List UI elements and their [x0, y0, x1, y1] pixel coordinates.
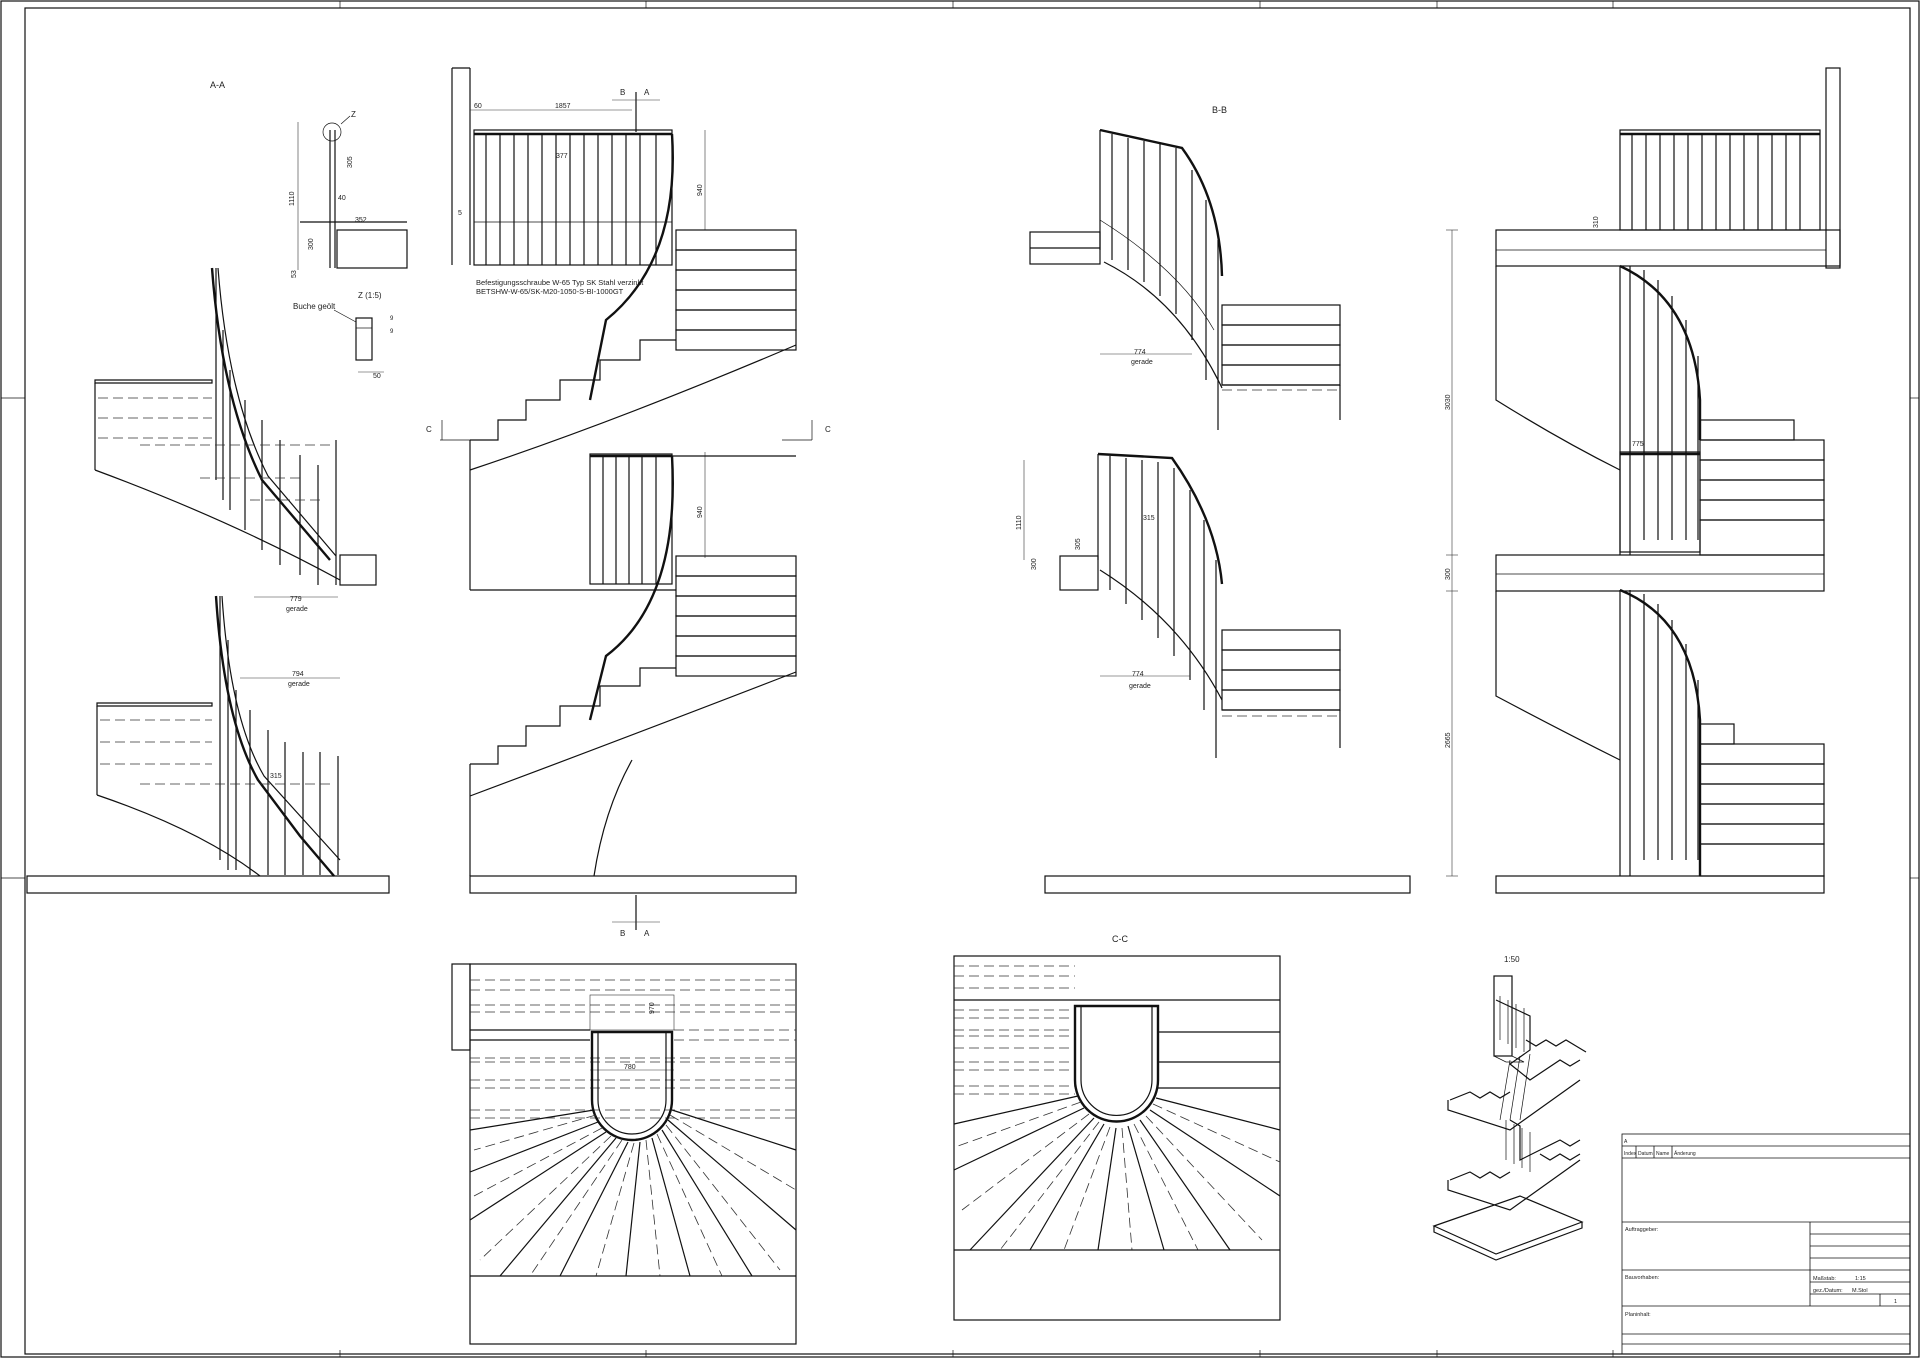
svg-text:gerade: gerade	[1131, 359, 1153, 366]
svg-text:300: 300	[308, 238, 315, 250]
plan-cc-landing-hidden	[954, 965, 1280, 1095]
svg-text:970: 970	[649, 1002, 656, 1014]
svg-text:9: 9	[390, 329, 394, 335]
side-mid-balusters	[1643, 270, 1699, 540]
plan-view-1: 970 780	[451, 963, 797, 1345]
svg-text:2665: 2665	[1445, 732, 1452, 748]
svg-text:3030: 3030	[1445, 394, 1452, 410]
svg-text:Bauvorhaben:: Bauvorhaben:	[1625, 1275, 1660, 1281]
svg-text:377: 377	[556, 153, 568, 160]
section-aa-view: A-A Z 1110 305 300 352 40 53 Z (1:5) Buc…	[26, 80, 408, 894]
svg-text:940: 940	[697, 506, 704, 518]
plan-cc-winders	[953, 1095, 1281, 1251]
svg-text:53: 53	[291, 270, 298, 278]
aa-lower-flight: 794 gerade 315	[26, 595, 390, 894]
section-cc-label: C-C	[1112, 934, 1128, 944]
iso-lower-run	[1447, 1119, 1581, 1211]
upper-balusters	[485, 134, 657, 265]
iso-scale-label: 1:50	[1504, 955, 1520, 964]
svg-text:Index: Index	[1624, 1151, 1637, 1157]
svg-text:60: 60	[474, 103, 482, 110]
svg-text:Maßstab:: Maßstab:	[1813, 1276, 1836, 1282]
svg-text:315: 315	[1143, 515, 1155, 522]
svg-text:310: 310	[1593, 216, 1600, 228]
svg-text:300: 300	[1031, 558, 1038, 570]
title-block: A Index Datum Name Änderung Auftraggeber…	[1621, 1133, 1911, 1355]
detail-z-scale: Z (1:5)	[358, 291, 382, 300]
svg-text:774: 774	[1132, 671, 1144, 678]
svg-text:940: 940	[697, 184, 704, 196]
side-lower-steps	[1699, 723, 1825, 877]
svg-text:A: A	[644, 929, 650, 938]
svg-text:9: 9	[390, 316, 394, 322]
svg-text:305: 305	[347, 156, 354, 168]
section-aa-label: A-A	[210, 80, 225, 90]
svg-text:305: 305	[1075, 538, 1082, 550]
svg-text:gerade: gerade	[288, 681, 310, 688]
bb-upper-steps	[1221, 304, 1341, 420]
svg-text:300: 300	[1445, 568, 1452, 580]
detail-z-tag: Z	[351, 110, 356, 119]
svg-text:Auftraggeber:: Auftraggeber:	[1625, 1227, 1659, 1233]
plan-1-landing-hidden	[470, 979, 796, 1119]
svg-text:A: A	[644, 88, 650, 97]
svg-text:1110: 1110	[1016, 515, 1023, 530]
aa-upper-flight: 779 gerade	[94, 267, 377, 613]
svg-text:Datum: Datum	[1638, 1151, 1653, 1157]
svg-text:780: 780	[624, 1064, 636, 1071]
svg-text:gez./Datum:: gez./Datum:	[1813, 1288, 1843, 1294]
svg-text:Planinhalt:: Planinhalt:	[1625, 1312, 1651, 1318]
side-lower-balusters	[1643, 594, 1699, 860]
svg-text:315: 315	[270, 773, 282, 780]
svg-text:5: 5	[458, 210, 462, 217]
svg-text:1857: 1857	[555, 103, 571, 110]
svg-text:gerade: gerade	[286, 606, 308, 613]
section-bb-label: B-B	[1212, 105, 1227, 115]
svg-text:M.Stol: M.Stol	[1852, 1288, 1868, 1294]
bolt-note-2: BETSHW-W-65/SK-M20-1050-S-BI-1000GT	[476, 287, 624, 296]
svg-text:B: B	[620, 929, 625, 938]
bb-lower-balusters	[1109, 456, 1217, 758]
detail-z: Z 1110 305 300 352 40 53 Z (1:5) Buche g…	[289, 110, 408, 380]
svg-text:1: 1	[1894, 1299, 1897, 1305]
material-note: Buche geölt	[293, 302, 336, 311]
svg-text:Name: Name	[1656, 1151, 1670, 1157]
svg-text:C: C	[426, 425, 432, 434]
svg-text:A: A	[1624, 1139, 1628, 1145]
bb-lower-steps	[1221, 629, 1341, 748]
plan-1-winders	[469, 1109, 797, 1277]
plan-view-cc: C-C	[953, 934, 1281, 1321]
side-elevation-view: 310 775	[1445, 67, 1841, 894]
svg-text:gerade: gerade	[1129, 683, 1151, 690]
upper-stair-steps	[469, 229, 797, 471]
elevation-view: B A 1857 60 5 377 Befest	[426, 67, 831, 938]
svg-text:775: 775	[1632, 441, 1644, 448]
svg-text:50: 50	[373, 373, 381, 380]
lower-stair-steps	[469, 555, 797, 797]
isometric-view: 1:50	[1432, 955, 1587, 1261]
svg-text:1:15: 1:15	[1855, 1276, 1866, 1282]
section-bb-view: B-B 774 gerade	[1016, 105, 1411, 894]
svg-text:794: 794	[292, 671, 304, 678]
svg-text:352: 352	[355, 217, 367, 224]
svg-text:Änderung: Änderung	[1674, 1150, 1696, 1157]
iso-upper-run	[1447, 996, 1587, 1131]
svg-text:40: 40	[338, 195, 346, 202]
side-upper-balusters	[1631, 134, 1801, 230]
svg-text:774: 774	[1134, 349, 1146, 356]
side-upper-steps	[1699, 419, 1825, 556]
svg-text:C: C	[825, 425, 831, 434]
bolt-note-1: Befestigungsschraube W-65 Typ SK Stahl v…	[476, 278, 644, 287]
svg-text:779: 779	[290, 596, 302, 603]
bb-upper-balusters	[1111, 134, 1219, 430]
svg-text:1110: 1110	[289, 191, 296, 206]
svg-text:B: B	[620, 88, 625, 97]
